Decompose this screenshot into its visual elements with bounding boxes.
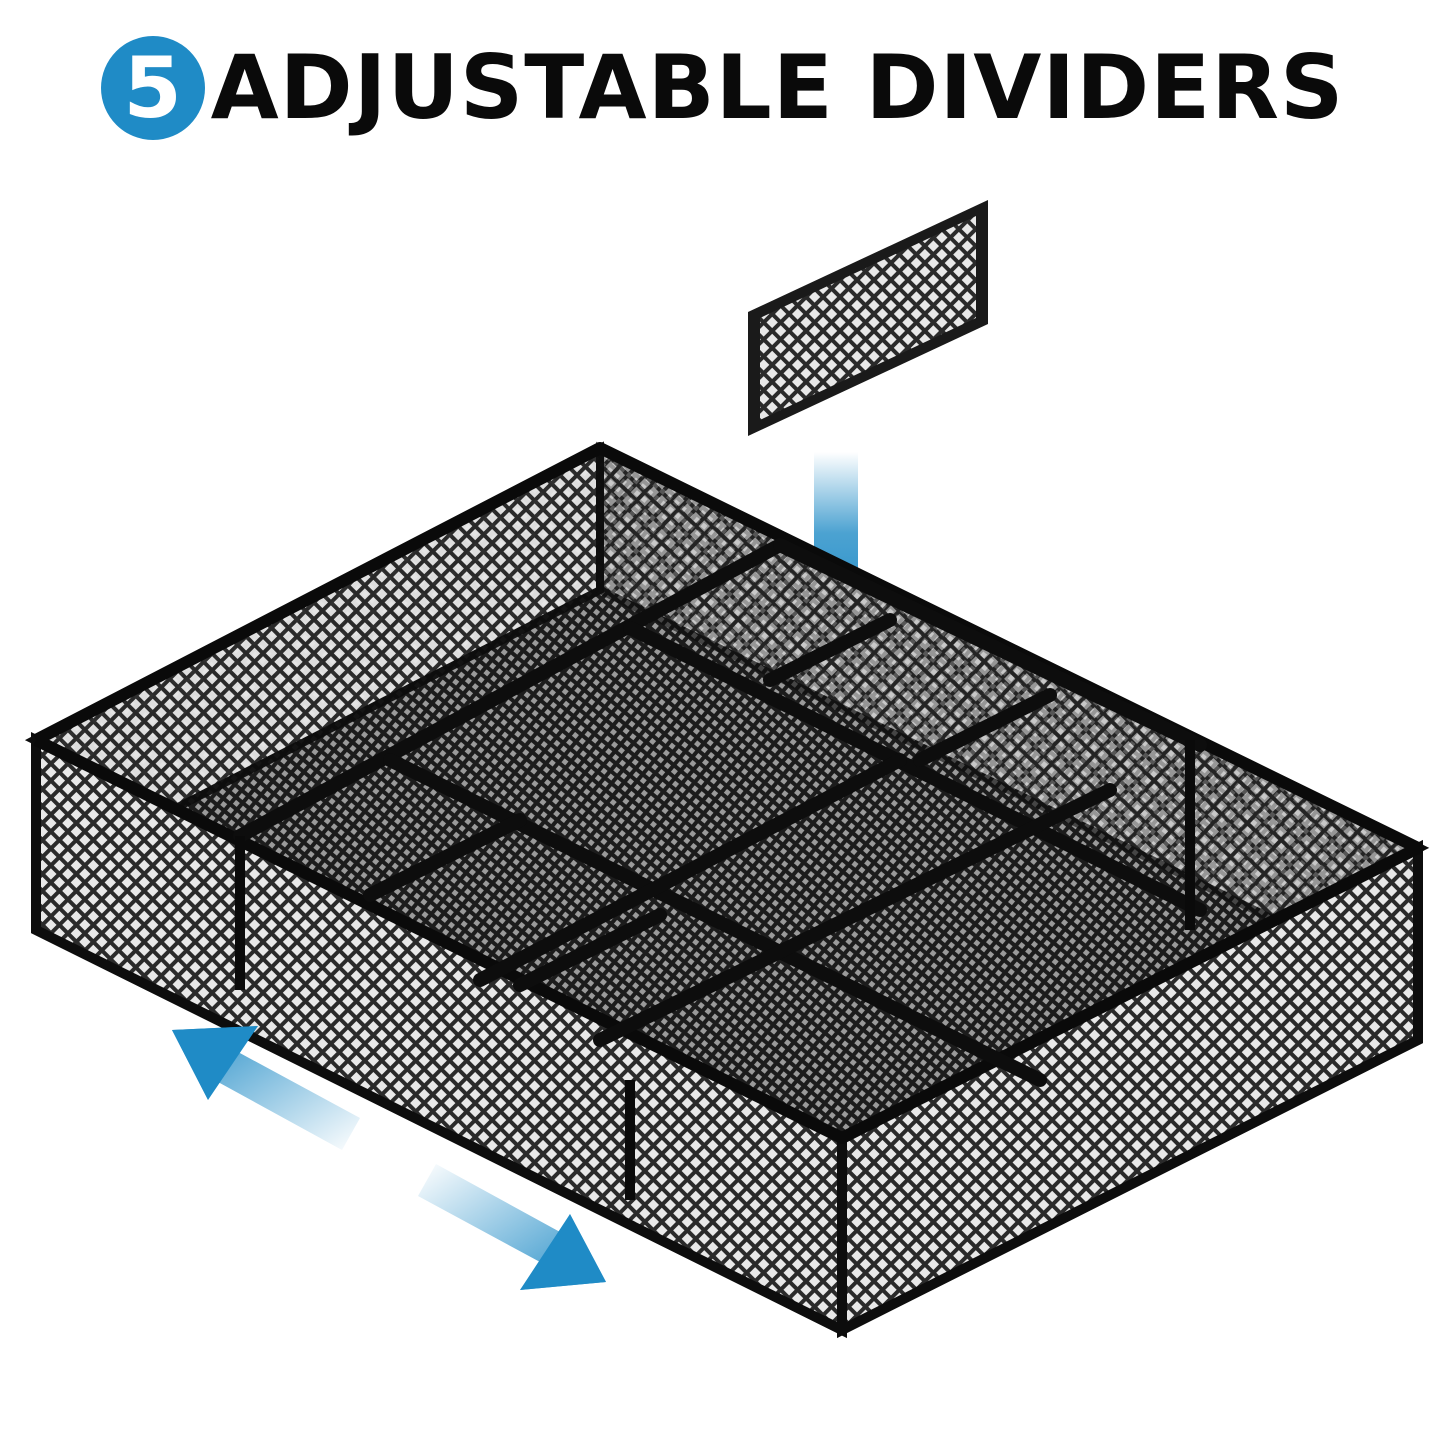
headline: 5 ADJUSTABLE DIVIDERS [0,28,1445,148]
headline-text: ADJUSTABLE DIVIDERS [210,36,1345,139]
divider-panel [748,200,988,436]
drawer-organizer [24,441,1430,1339]
number-badge: 5 [100,36,205,140]
double-arrow-icon [172,1026,606,1290]
